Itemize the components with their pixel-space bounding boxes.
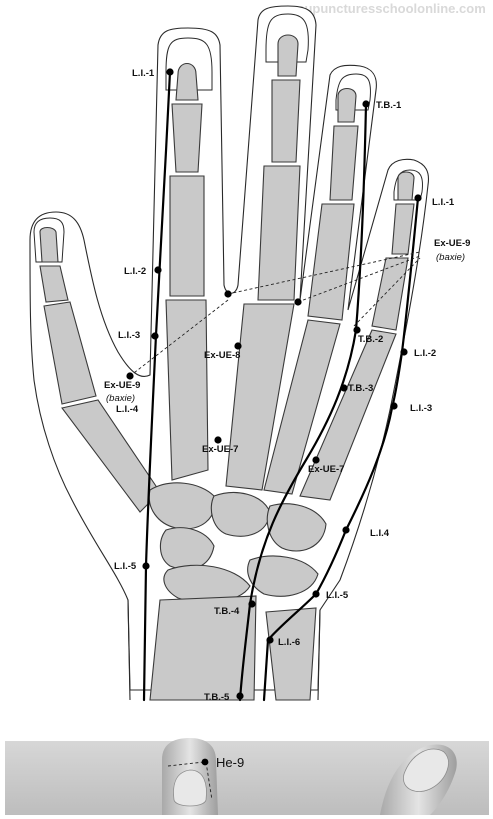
acupoint-markers bbox=[126, 68, 422, 700]
label-li5-right: L.I.-5 bbox=[326, 590, 349, 601]
point-tb5 bbox=[236, 692, 244, 700]
label-tb4: T.B.-4 bbox=[214, 606, 240, 617]
label-tb5: T.B.-5 bbox=[204, 692, 230, 703]
finger-photo: He-9 bbox=[5, 738, 489, 815]
point-li2-right bbox=[400, 348, 408, 356]
point-baxie-1 bbox=[224, 290, 232, 298]
point-li5-right bbox=[312, 590, 320, 598]
label-exue9-right-alt: (baxie) bbox=[436, 252, 465, 263]
label-li4-left: L.I.-4 bbox=[116, 404, 139, 415]
triple-burner-meridian bbox=[238, 102, 368, 702]
point-baxie-left bbox=[126, 372, 134, 380]
label-exue9-right: Ex-UE-9 bbox=[434, 238, 470, 249]
point-he9 bbox=[201, 758, 209, 766]
label-tb1: T.B.-1 bbox=[376, 100, 402, 111]
acupoint-labels: L.I.-1 L.I.-2 L.I.-3 L.I.-4 L.I.-5 T.B.-… bbox=[104, 68, 470, 703]
label-li3-right: L.I.-3 bbox=[410, 403, 432, 414]
point-tb1 bbox=[362, 100, 370, 108]
label-li2-left: L.I.-2 bbox=[124, 266, 146, 277]
point-li4-right bbox=[342, 526, 350, 534]
baxie-leaders bbox=[129, 251, 421, 377]
label-exue7-right: Ex-UE-7 bbox=[308, 464, 344, 475]
label-li3-left: L.I.-3 bbox=[118, 330, 140, 341]
he9-guide-vertical bbox=[205, 761, 213, 801]
label-li5-left: L.I.-5 bbox=[114, 561, 137, 572]
point-tb3 bbox=[340, 384, 348, 392]
point-li5-left bbox=[142, 562, 150, 570]
label-exue8: Ex-UE-8 bbox=[204, 350, 240, 361]
point-li1-right bbox=[414, 194, 422, 202]
label-li2-right: L.I.-2 bbox=[414, 348, 436, 359]
point-exue7-right bbox=[312, 456, 320, 464]
point-li3-right bbox=[390, 402, 398, 410]
label-tb2: T.B.-2 bbox=[358, 334, 383, 345]
label-li6: L.I.-6 bbox=[278, 637, 300, 648]
label-li4-right: L.I.4 bbox=[370, 528, 390, 539]
label-tb3: T.B.-3 bbox=[348, 383, 373, 394]
label-exue7-left: Ex-UE-7 bbox=[202, 444, 238, 455]
label-li1-right: L.I.-1 bbox=[432, 197, 455, 208]
large-intestine-meridian-right bbox=[262, 196, 420, 702]
label-he9: He-9 bbox=[216, 755, 244, 770]
point-li6 bbox=[266, 636, 274, 644]
point-li2-left bbox=[154, 266, 162, 274]
he9-guide-horizontal bbox=[167, 761, 205, 767]
point-exue8 bbox=[234, 342, 242, 350]
point-li3-left bbox=[151, 332, 159, 340]
label-exue9-left-alt: (baxie) bbox=[106, 393, 135, 404]
fingernail-left bbox=[173, 769, 207, 807]
point-li1-left bbox=[166, 68, 174, 76]
point-tb2 bbox=[353, 326, 361, 334]
watermark-text: acupuncturesschoolonline.com bbox=[290, 1, 486, 16]
point-baxie-2 bbox=[294, 298, 302, 306]
label-exue9-left: Ex-UE-9 bbox=[104, 380, 140, 391]
fingernail-right bbox=[403, 748, 449, 792]
point-exue7-left bbox=[214, 436, 222, 444]
hand-bones bbox=[39, 34, 415, 701]
point-tb4 bbox=[248, 600, 256, 608]
label-li1-left: L.I.-1 bbox=[132, 68, 155, 79]
